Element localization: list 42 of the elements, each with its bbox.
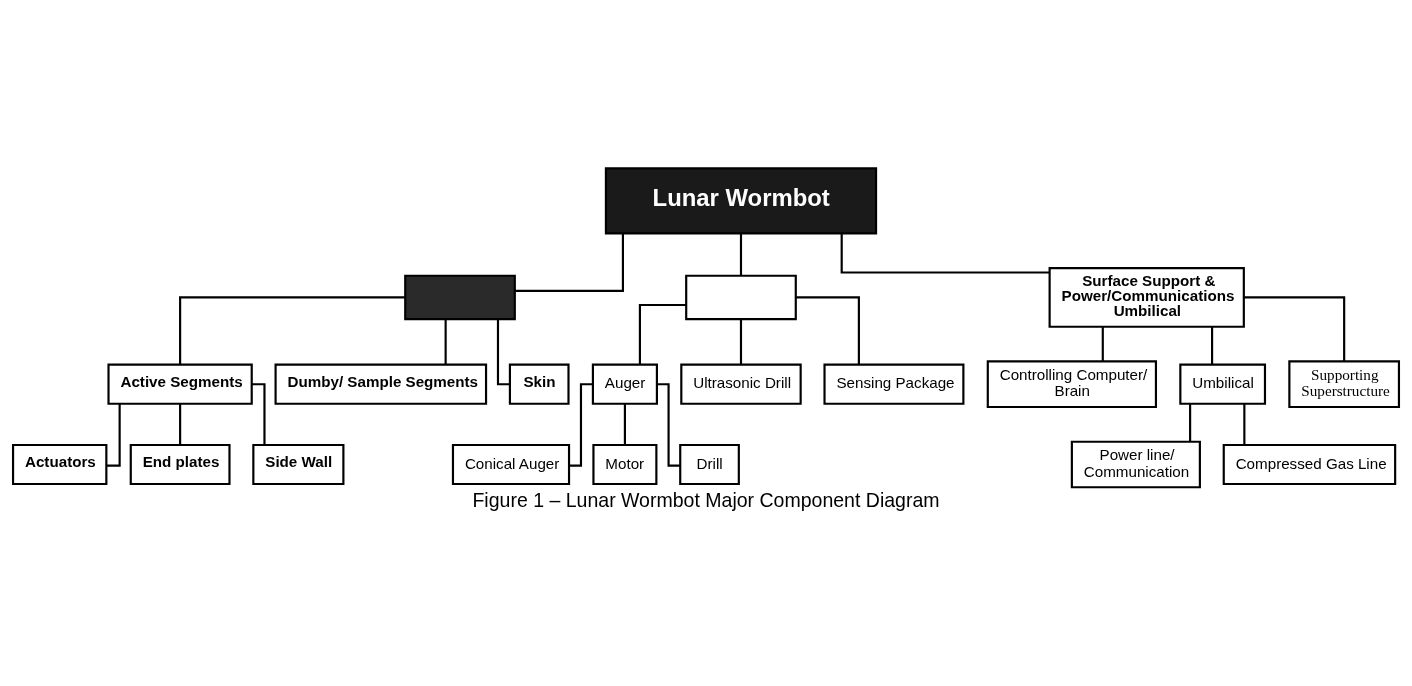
connector bbox=[569, 383, 593, 467]
connector bbox=[739, 233, 743, 276]
connector bbox=[106, 403, 121, 467]
connector bbox=[179, 404, 182, 445]
caption: Figure 1 – Lunar Wormbot Major Component Diagram bbox=[472, 489, 940, 512]
node-box: Conical Auger bbox=[451, 443, 571, 486]
node-box: Power line/ Communication bbox=[1070, 440, 1201, 489]
node-box: Surface Support & Power/Communications Umbilical bbox=[1048, 267, 1245, 328]
node-box: Umbilical bbox=[1179, 363, 1267, 405]
node-box: Drill bbox=[679, 443, 740, 486]
connector bbox=[1101, 326, 1104, 362]
node-box: Skin bbox=[508, 363, 570, 405]
node-box: Sensing Package bbox=[823, 363, 965, 405]
node-box: End plates bbox=[129, 443, 231, 486]
node-box: Auger bbox=[591, 363, 658, 405]
connector bbox=[795, 296, 860, 365]
connector bbox=[739, 319, 743, 365]
node-box: Controlling Computer/ Brain bbox=[986, 360, 1158, 409]
node-box: Actuators bbox=[11, 443, 108, 486]
connector bbox=[1211, 326, 1214, 365]
node-box: Compressed Gas Line bbox=[1222, 443, 1397, 486]
node-box: Ultrasonic Drill bbox=[680, 363, 802, 405]
connector bbox=[638, 303, 686, 365]
node-box: Active Segments bbox=[107, 363, 253, 405]
connector bbox=[840, 233, 1050, 274]
node-box: Side Wall bbox=[252, 443, 345, 486]
node-box bbox=[685, 274, 797, 321]
node-box: Motor bbox=[592, 443, 658, 486]
connector bbox=[1243, 404, 1246, 445]
connector bbox=[1189, 404, 1192, 442]
connector bbox=[1244, 296, 1346, 362]
node-box: Supporting Superstructure bbox=[1288, 360, 1401, 409]
node-box: Dumby/ Sample Segments bbox=[274, 363, 488, 405]
node-box bbox=[404, 274, 516, 321]
node-box: Lunar Wormbot bbox=[604, 167, 878, 235]
connector bbox=[657, 383, 681, 467]
connector bbox=[515, 233, 624, 292]
connector bbox=[179, 296, 406, 365]
connector bbox=[252, 383, 266, 445]
connector bbox=[623, 404, 626, 445]
connector bbox=[444, 319, 447, 365]
connector bbox=[496, 319, 510, 386]
